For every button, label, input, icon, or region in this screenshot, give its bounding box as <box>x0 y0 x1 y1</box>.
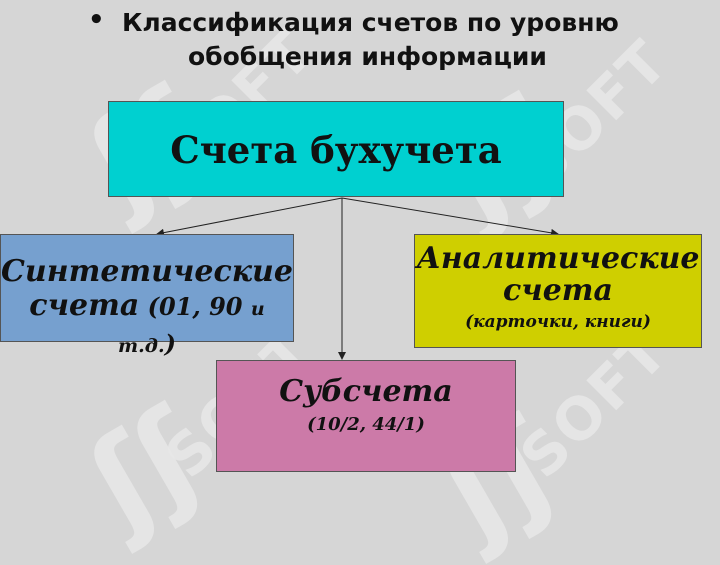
title-line-1: Классификация счетов по уровню <box>122 8 619 37</box>
connector-to-right <box>341 197 559 237</box>
synthetic-close: ) <box>164 329 176 358</box>
subaccounts-subtitle: (10/2, 44/1) <box>307 414 425 435</box>
synthetic-suffix: и т.д. <box>118 298 265 357</box>
analytical-accounts-box: Аналитические счета (карточки, книги) <box>414 234 702 348</box>
synthetic-title: Синтетические <box>1 254 293 289</box>
synthetic-accounts-box: Синтетические счета (01, 90 и т.д.) <box>0 234 294 358</box>
synthetic-code: (01, 90 <box>139 292 251 321</box>
root-box: Счета бухучета <box>108 101 564 197</box>
connector-lines <box>156 197 559 360</box>
analytical-subtitle: (карточки, книги) <box>465 312 651 332</box>
analytical-title-line-2: счета <box>503 273 613 308</box>
root-label: Счета бухучета <box>170 128 502 172</box>
title-line-2: обобщения информации <box>188 42 547 71</box>
synthetic-word: счета <box>29 288 140 323</box>
subaccounts-title: Субсчета <box>279 374 453 409</box>
bullet-icon: • <box>88 5 105 35</box>
analytical-title-line-1: Аналитические <box>416 241 700 276</box>
connector-to-left <box>156 197 343 237</box>
subaccounts-box: Субсчета (10/2, 44/1) <box>216 360 516 472</box>
